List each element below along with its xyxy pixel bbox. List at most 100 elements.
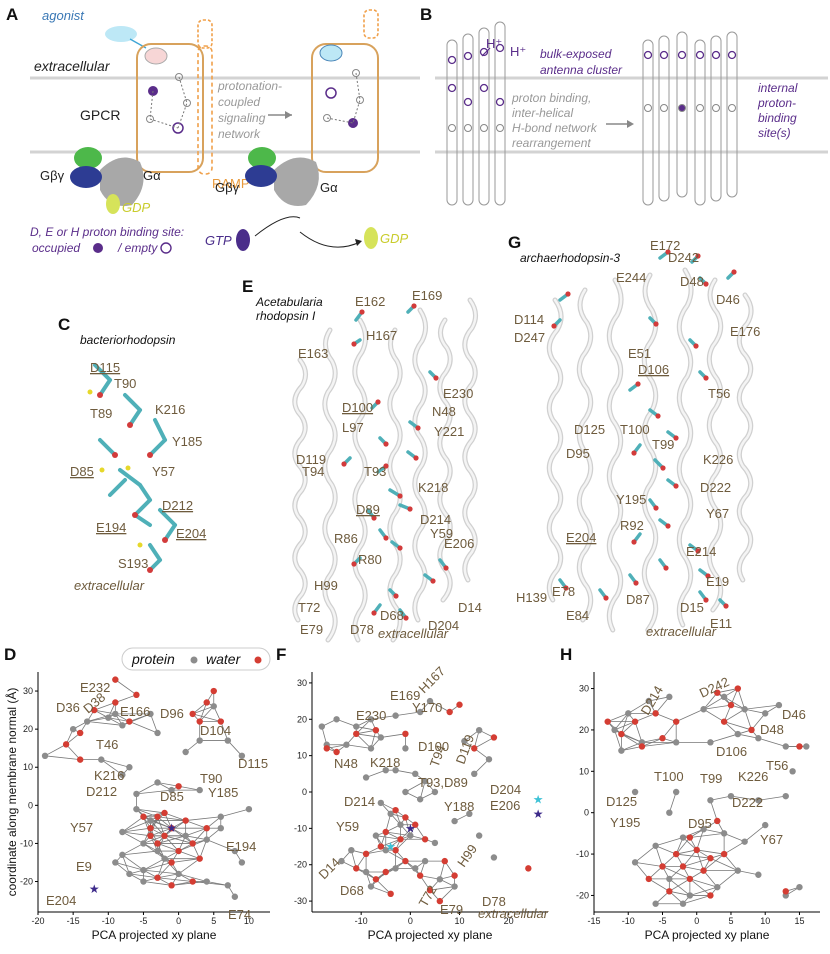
water-point — [631, 718, 639, 725]
water-point — [189, 710, 196, 718]
water-point — [659, 863, 666, 870]
hbond-edge — [365, 769, 386, 778]
helix — [446, 39, 458, 206]
y-tick-label: 0 — [302, 787, 307, 797]
gpcr-label: GPCR — [80, 107, 120, 123]
water-point — [140, 813, 147, 820]
hbond-edge — [87, 713, 116, 722]
empty-site — [325, 87, 337, 99]
hbond-edge — [730, 795, 759, 801]
residue-label: D87 — [626, 592, 650, 607]
protein-point — [154, 847, 161, 855]
hbond-edge — [395, 835, 411, 851]
hbond-edge — [723, 841, 745, 855]
residue-label: N48 — [334, 756, 358, 771]
residue-label: D46 — [782, 707, 806, 722]
hbond-edge — [703, 853, 725, 871]
water-point — [161, 832, 168, 840]
hbond-edge — [157, 782, 179, 787]
hbond-edge — [157, 877, 193, 882]
hbond-edge — [439, 886, 455, 902]
hbond-edge — [710, 800, 718, 822]
protein-point — [426, 697, 434, 705]
residue-label: E11 — [710, 616, 732, 631]
gpcr-active — [311, 43, 379, 173]
hbond-edge — [669, 878, 691, 896]
protein-point — [154, 729, 161, 737]
residue-label: N48 — [432, 404, 456, 419]
oxygen-atom — [147, 567, 153, 573]
protein-point — [720, 693, 728, 701]
helix-ribbon-highlight — [578, 288, 592, 622]
protein-point — [416, 796, 424, 803]
y-tick-label: 30 — [579, 684, 589, 694]
x-tick-label: -15 — [67, 916, 80, 926]
hbond-edge — [473, 758, 490, 775]
hbond-edge — [44, 755, 81, 761]
site — [479, 83, 489, 93]
protein-point — [686, 892, 694, 899]
water-point — [748, 726, 755, 734]
residue-label: E232 — [80, 680, 110, 695]
hbond-edge — [703, 696, 725, 710]
oxygen-atom — [663, 565, 669, 571]
residue-label: D78 — [482, 894, 506, 909]
legend-empty: / empty — [117, 241, 158, 255]
hbond-edge — [655, 696, 670, 714]
legend-water-label: water — [206, 651, 242, 667]
hbond-edge — [429, 886, 455, 891]
residue-label: E176 — [730, 324, 760, 339]
protein-point — [196, 737, 203, 744]
residue-label: D214 — [420, 512, 451, 527]
hbond-edge — [662, 866, 691, 880]
hbond-edge — [723, 696, 745, 710]
x-tick-label: 5 — [728, 916, 733, 926]
hbond-edge — [703, 828, 725, 834]
residue-label: E244 — [616, 270, 646, 285]
water-point — [203, 824, 210, 832]
legend-protein-label: protein — [131, 651, 175, 667]
arrow-a-head — [285, 111, 292, 119]
panel-c: C bacteriorhodopsin extracellular D115T9… — [58, 315, 206, 593]
oxygen-atom — [653, 321, 659, 327]
residue-label: E79 — [300, 622, 323, 637]
water-point — [353, 730, 360, 738]
oxygen-atom — [443, 565, 449, 571]
stick-bond — [163, 523, 177, 542]
hbond-edge — [355, 733, 372, 749]
extracellular-label: extracellular — [34, 58, 111, 74]
panel-label-h: H — [560, 645, 572, 664]
hbond-edge — [717, 688, 738, 694]
hbond-edge — [724, 721, 752, 731]
hbond-edge — [758, 795, 786, 801]
residue-label: T93 — [364, 464, 386, 479]
network-caption: protonation- coupled signaling network — [217, 79, 285, 141]
hbond-edge — [164, 835, 193, 844]
gdp-molecule-left — [106, 194, 120, 214]
protein-point — [367, 745, 375, 752]
hbond-edge — [136, 782, 158, 795]
site — [480, 124, 488, 132]
x-tick-label: 10 — [760, 916, 770, 926]
water-point — [402, 730, 409, 738]
legend-title: D, E or H proton binding site: — [30, 225, 184, 239]
network-node — [183, 99, 191, 107]
residue-label: D125 — [606, 794, 637, 809]
y-tick-label: 20 — [579, 725, 589, 735]
antenna-site — [643, 50, 653, 60]
water-point — [402, 857, 409, 865]
x-tick-label: -10 — [355, 916, 368, 926]
oxygen-atom — [723, 603, 729, 609]
y-tick-label: -10 — [20, 838, 33, 848]
hbond-edge — [150, 827, 172, 837]
x-tick-label: 0 — [694, 916, 699, 926]
helix-ribbon — [322, 327, 338, 643]
residue-label: D68 — [380, 608, 404, 623]
water-point — [168, 824, 175, 832]
residue-label: D100 — [342, 400, 373, 415]
oxygen-atom — [127, 422, 133, 428]
protein-point — [666, 809, 673, 816]
hbond-edge — [634, 721, 643, 743]
water-point — [421, 836, 429, 843]
